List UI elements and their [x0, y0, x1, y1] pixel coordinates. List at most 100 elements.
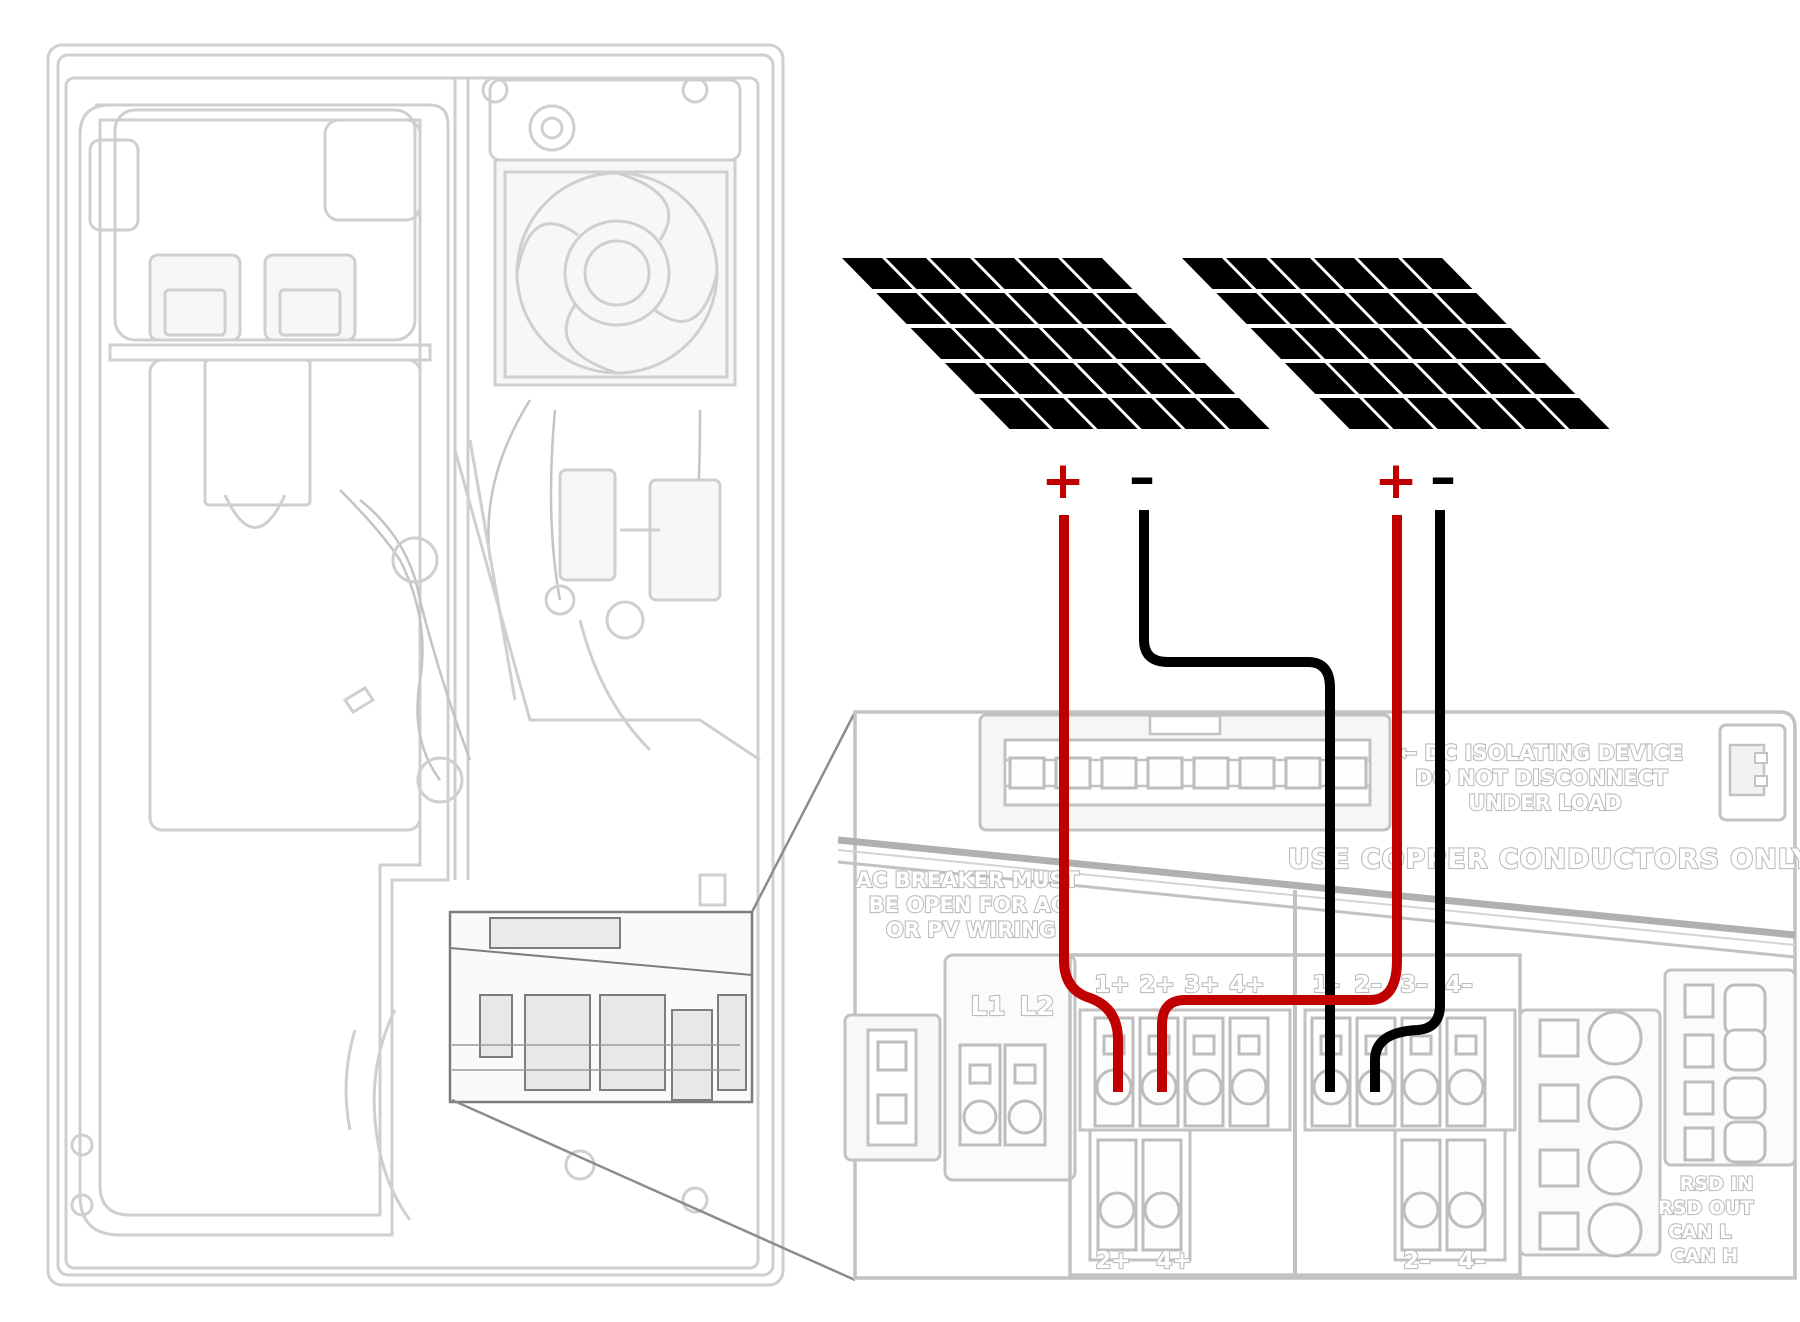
label-ac-breaker-2: BE OPEN FOR AC [869, 893, 1066, 917]
inverter-unit [46, 43, 785, 1287]
panel-1-positive-symbol: + [1041, 451, 1085, 511]
solar-cell [1062, 258, 1133, 289]
label-under-load: UNDER LOAD [1468, 791, 1622, 815]
solar-cell [1348, 293, 1419, 324]
solar-cell [1111, 398, 1182, 429]
wire-panel2-positive [1157, 515, 1402, 1092]
solar-cell [1319, 398, 1390, 429]
solar-cell [876, 293, 947, 324]
solar-cell [1052, 293, 1123, 324]
solar-cell [1363, 398, 1434, 429]
label-can-l: CAN L [1668, 1221, 1731, 1243]
solar-cell [954, 328, 1025, 359]
solar-cell [1504, 363, 1576, 394]
solar-cell [1216, 293, 1287, 324]
solar-cell [1067, 398, 1138, 429]
solar-cell [1402, 258, 1473, 289]
label-l2: L2 [1020, 992, 1055, 1022]
solar-cell [920, 293, 991, 324]
label-ac-breaker-1: AC BREAKER MUST [856, 868, 1080, 892]
panel-2-positive-symbol: + [1374, 451, 1418, 511]
svg-text:1+ 2+ 3+ 4+: 1+ 2+ 3+ 4+ 1– 2– 3– 4– 2+ 4+ 2– 4– [1094, 972, 1485, 1274]
label-pv-3-neg: 3– [1400, 972, 1428, 998]
solar-cell [886, 258, 957, 289]
label-rsd-out: RSD OUT [1658, 1197, 1753, 1219]
solar-cell [1407, 398, 1478, 429]
solar-cell [1042, 328, 1113, 359]
solar-cell [1328, 363, 1400, 394]
svg-text:← DC ISOLATING DEVICE DO: ← DC ISOLATING DEVICE DO NOT DISCONNECT … [1399, 741, 1690, 815]
wire-panel1-negative [1139, 510, 1335, 1092]
solar-cell [1294, 328, 1365, 359]
svg-text:RSD IN RSD OUT CAN: RSD IN RSD OUT CAN L CAN H [1658, 1173, 1760, 1267]
solar-cell [930, 258, 1001, 289]
solar-cell [910, 328, 981, 359]
solar-cell [998, 328, 1069, 359]
label-pv-2-neg: 2– [1354, 972, 1382, 998]
label-rsd-in: RSD IN [1680, 1173, 1754, 1195]
solar-cell [1250, 328, 1321, 359]
solar-cell [1164, 363, 1236, 394]
label-ac-breaker-3: OR PV WIRING [886, 918, 1056, 942]
solar-cell [1270, 258, 1341, 289]
solar-cell [974, 258, 1045, 289]
terminal-block-detail: ← DC ISOLATING DEVICE DO NOT DISCONNECT … [837, 710, 1800, 1280]
wire-panel2-negative [1370, 510, 1445, 1092]
solar-cell [1076, 363, 1148, 394]
solar-cell [1338, 328, 1409, 359]
solar-panel-1 [842, 258, 1270, 429]
solar-cell [1416, 363, 1488, 394]
label-pv-2-pos-bottom: 2+ [1095, 1248, 1130, 1274]
solar-cell [1436, 293, 1507, 324]
solar-cell [1372, 363, 1444, 394]
solar-cell [988, 363, 1060, 394]
solar-cell [1018, 258, 1089, 289]
panel-2-negative-symbol: – [1430, 448, 1456, 508]
solar-cell [1023, 398, 1094, 429]
solar-cell [1460, 363, 1532, 394]
solar-cell [964, 293, 1035, 324]
solar-cell [1182, 258, 1253, 289]
solar-cell [1314, 258, 1385, 289]
solar-cell [979, 398, 1050, 429]
label-pv-2-pos: 2+ [1139, 972, 1174, 998]
label-do-not-disconnect: DO NOT DISCONNECT [1415, 766, 1668, 790]
wire-panel1-positive [1059, 515, 1123, 1092]
solar-panel-2 [1182, 258, 1610, 429]
label-dc-isolating: ← DC ISOLATING DEVICE [1399, 741, 1683, 765]
solar-cell [1470, 328, 1541, 359]
label-copper-conductors: USE COPPER CONDUCTORS ONLY [1288, 844, 1800, 875]
solar-cell [1086, 328, 1157, 359]
svg-text:AC BREAKER MUST BE OPEN: AC BREAKER MUST BE OPEN FOR AC OR PV WIR… [856, 868, 1087, 942]
solar-cell [1096, 293, 1167, 324]
label-pv-4-pos: 4+ [1229, 972, 1264, 998]
solar-cell [1358, 258, 1429, 289]
label-can-h: CAN H [1671, 1245, 1738, 1267]
solar-cell [1451, 398, 1522, 429]
solar-cell [1008, 293, 1079, 324]
solar-cell [1155, 398, 1226, 429]
solar-cell [1392, 293, 1463, 324]
label-pv-2-neg-bottom: 2– [1403, 1248, 1431, 1274]
panel-1-negative-symbol: – [1129, 448, 1155, 508]
solar-cell [1284, 363, 1356, 394]
solar-cell [1199, 398, 1270, 429]
solar-cell [1426, 328, 1497, 359]
solar-cell [1260, 293, 1331, 324]
solar-cell [842, 258, 913, 289]
pv-wires [1059, 510, 1445, 1092]
solar-cell [1032, 363, 1104, 394]
label-pv-4-neg-bottom: 4– [1458, 1248, 1486, 1274]
label-pv-1-pos: 1+ [1094, 972, 1129, 998]
solar-cell [1539, 398, 1610, 429]
solar-cell [944, 363, 1016, 394]
solar-cell [1495, 398, 1566, 429]
solar-cell [1226, 258, 1297, 289]
terminal-block-thumbnail [448, 910, 754, 1104]
solar-cell [1120, 363, 1192, 394]
label-l1: L1 [971, 992, 1006, 1022]
solar-cell [1130, 328, 1201, 359]
solar-cell [1382, 328, 1453, 359]
solar-cell [1304, 293, 1375, 324]
